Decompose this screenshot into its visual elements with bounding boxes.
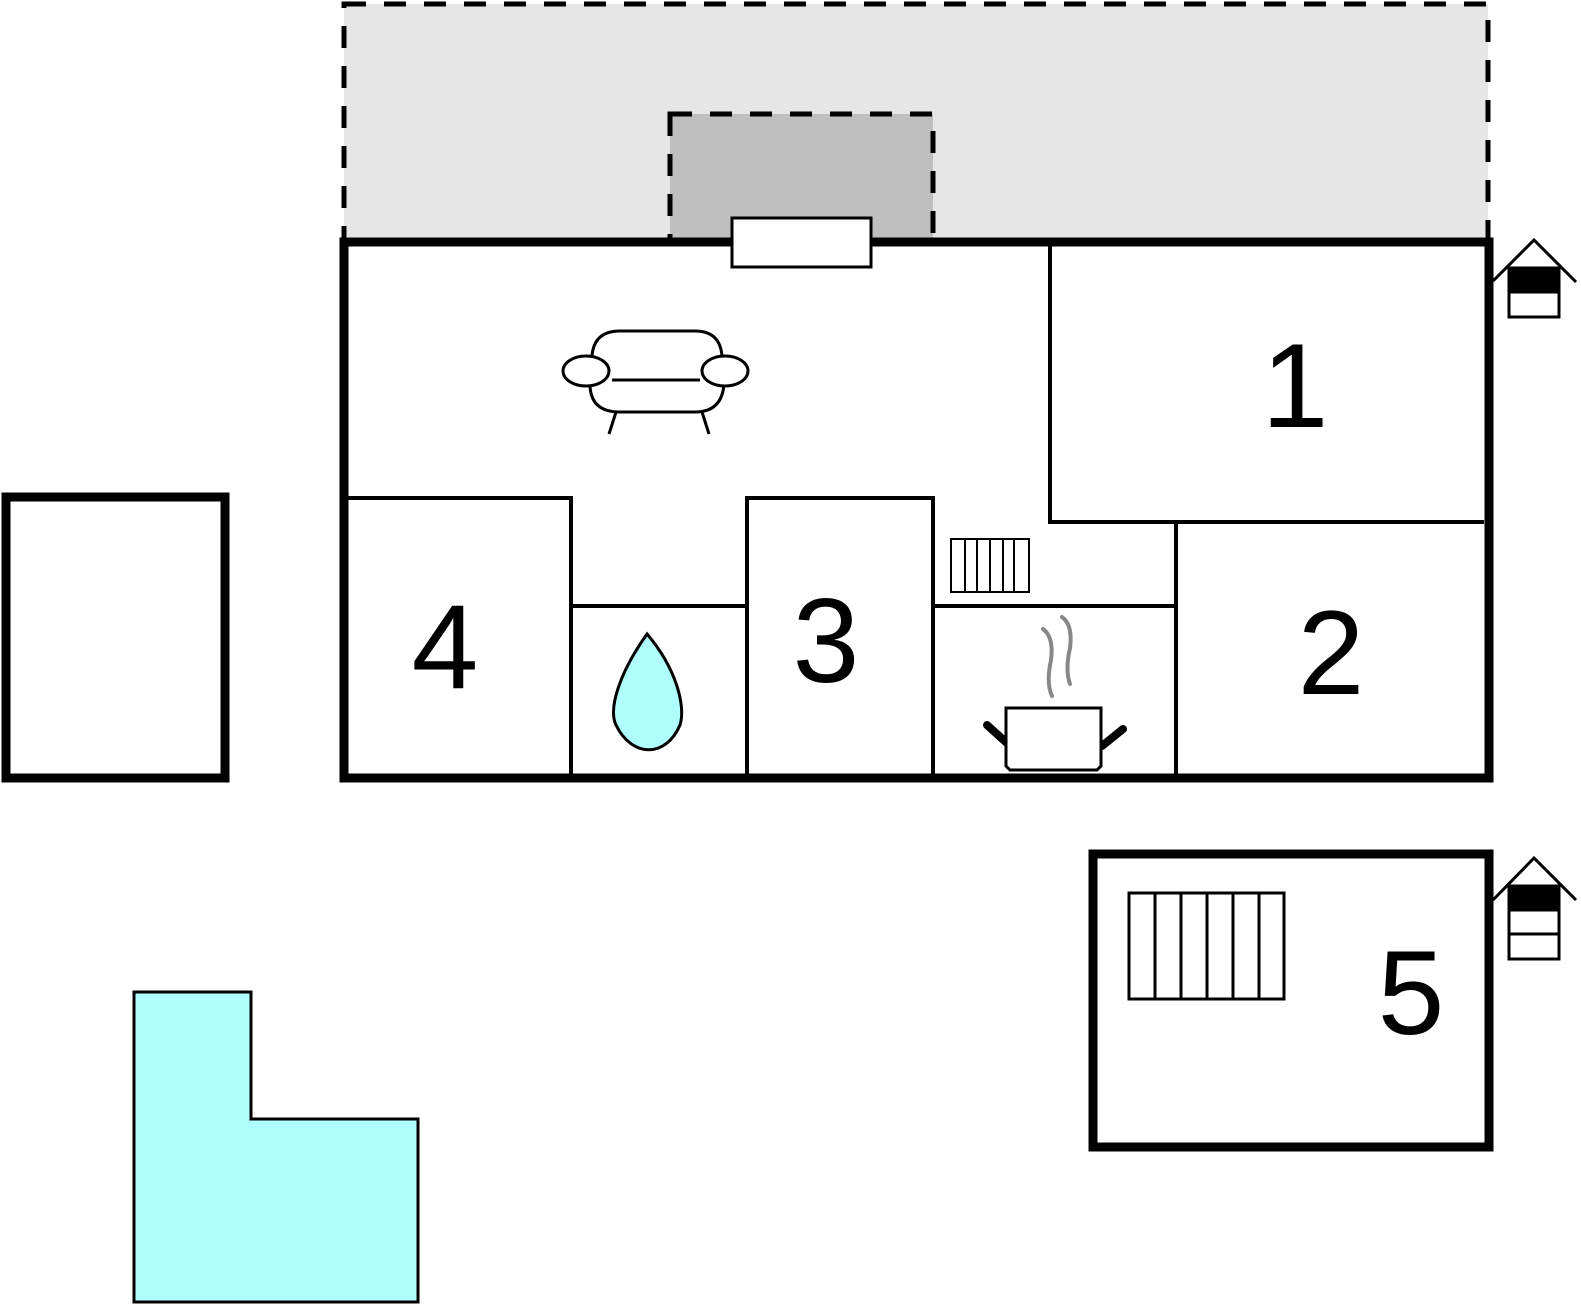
- pool: [132, 990, 420, 1304]
- room-label-4: 4: [412, 580, 479, 714]
- radiator-icon: [1127, 891, 1286, 1001]
- room-label-2: 2: [1298, 586, 1365, 720]
- window: [730, 216, 873, 269]
- room-label-5: 5: [1378, 926, 1445, 1060]
- water-drop-icon: [612, 631, 684, 752]
- room-label-3: 3: [793, 574, 860, 708]
- main-house-outline: [339, 237, 1494, 783]
- radiator-icon: [950, 538, 1030, 593]
- house-entrance-icon: [1491, 855, 1578, 961]
- interior-walls: [344, 242, 1484, 778]
- outbuilding: [1, 492, 230, 783]
- house-entrance-icon: [1491, 237, 1578, 319]
- cooking-pot-icon: [983, 615, 1127, 772]
- room-label-1: 1: [1262, 319, 1329, 453]
- sofa-icon: [561, 329, 750, 435]
